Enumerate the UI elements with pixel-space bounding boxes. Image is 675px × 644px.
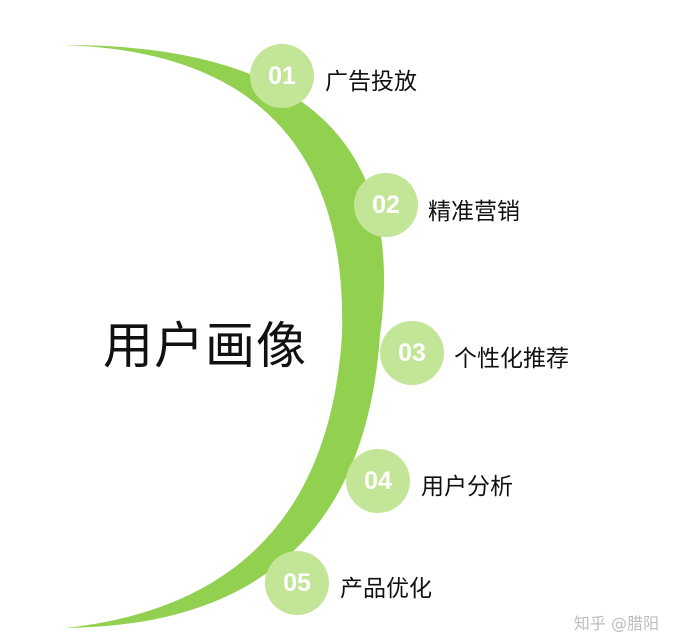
diagram-title: 用户画像 bbox=[103, 317, 307, 375]
item-number-badge: 02 bbox=[354, 173, 418, 237]
item-label: 产品优化 bbox=[340, 576, 432, 602]
item-label: 个性化推荐 bbox=[454, 346, 569, 372]
item-label: 广告投放 bbox=[325, 69, 417, 95]
item-number-badge: 05 bbox=[265, 551, 329, 615]
item-number-badge: 03 bbox=[380, 321, 444, 385]
watermark: 知乎 @腊阳 bbox=[573, 614, 659, 633]
item-number-badge: 01 bbox=[250, 44, 314, 108]
item-label: 用户分析 bbox=[421, 474, 513, 500]
item-label: 精准营销 bbox=[428, 199, 520, 225]
item-number-badge: 04 bbox=[346, 449, 410, 513]
